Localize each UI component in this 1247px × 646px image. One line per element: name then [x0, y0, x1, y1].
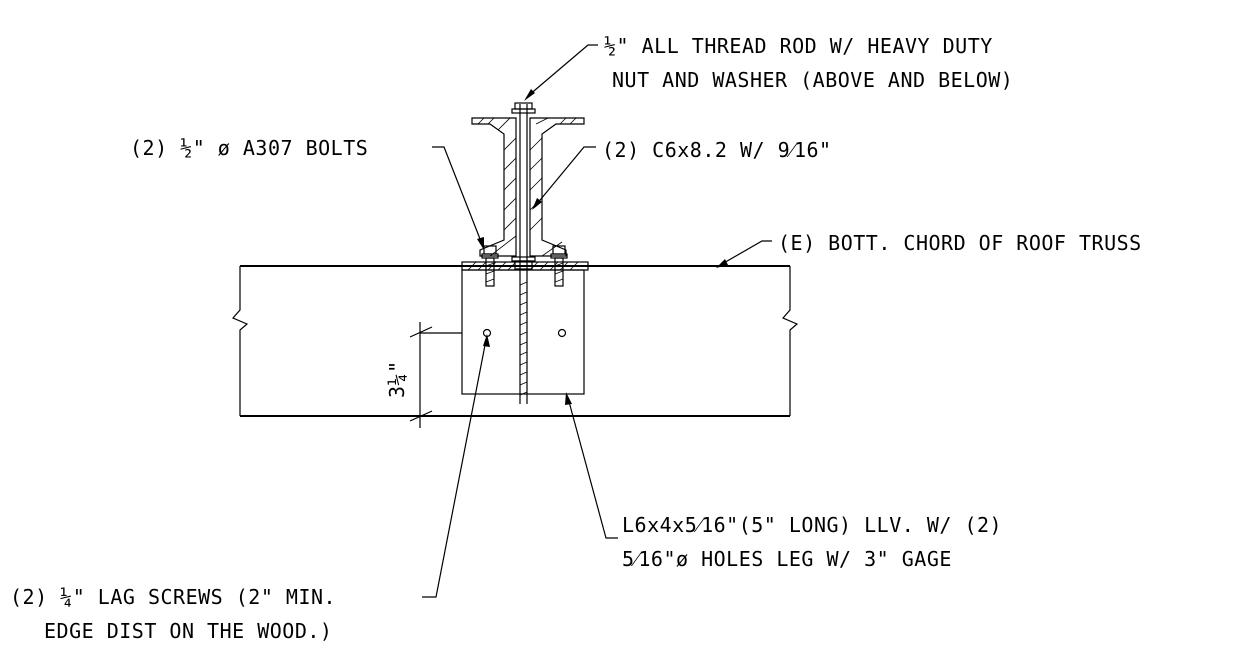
a307-bolt-right	[550, 245, 568, 287]
bolts-arrow	[477, 237, 484, 250]
top-washer	[511, 108, 536, 114]
lag-callout-line2: EDGE DIST ON THE WOOD.)	[44, 619, 332, 643]
top-nut	[514, 102, 533, 110]
angle-callout-line1: L6x4x5⁄16"(5" LONG) LLV. W/ (2)	[622, 513, 1002, 537]
channel-arrow	[532, 198, 542, 210]
break-line-left	[232, 266, 249, 416]
angle-arrow	[565, 392, 572, 405]
truss-callout: (E) BOTT. CHORD OF ROOF TRUSS	[778, 231, 1142, 255]
rod-callout-line2: NUT AND WASHER (ABOVE AND BELOW)	[612, 68, 1013, 92]
lag-callout-line1: (2) ¼" LAG SCREWS (2" MIN.	[10, 585, 336, 609]
a307-bolt-left	[481, 245, 499, 287]
edge-distance-dimension	[409, 322, 462, 428]
rod-callout-line1: ½" ALL THREAD ROD W/ HEAVY DUTY	[604, 34, 993, 58]
bottom-nut	[514, 260, 533, 270]
leader-lines	[422, 44, 772, 598]
bottom-washer	[511, 256, 536, 262]
truss-arrow	[716, 259, 728, 268]
lag-arrow	[483, 334, 490, 347]
break-line-right	[782, 266, 799, 416]
channel-callout: (2) C6x8.2 W/ 9⁄16"	[602, 138, 832, 162]
bolts-callout: (2) ½" ø A307 BOLTS	[130, 136, 368, 160]
steel-angle-plate	[461, 269, 585, 395]
lag-screw-hole-right	[557, 328, 567, 338]
all-thread-rod	[511, 102, 536, 404]
angle-callout-line2: 5⁄16"ø HOLES LEG W/ 3" GAGE	[622, 547, 952, 571]
dim-edge-text: 3¼"	[385, 360, 409, 398]
rod-arrow	[524, 89, 535, 101]
c-channel-pair	[471, 117, 585, 257]
